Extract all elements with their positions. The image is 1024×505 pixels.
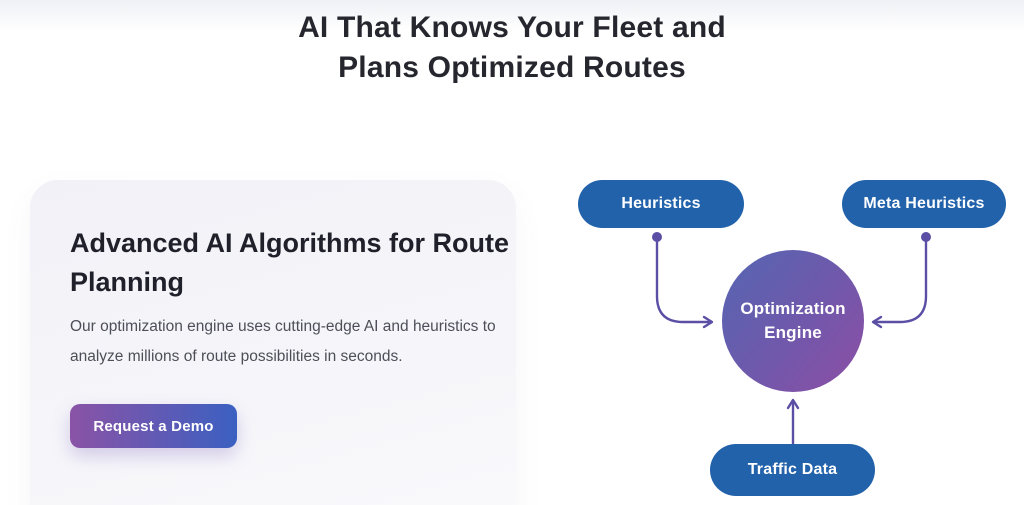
feature-card: Advanced AI Algorithms for Route Plannin… <box>30 180 516 505</box>
page-title: AI That Knows Your Fleet and Plans Optim… <box>0 8 1024 88</box>
node-traffic-data: Traffic Data <box>710 444 875 496</box>
card-description: Our optimization engine uses cutting-edg… <box>70 318 496 365</box>
node-heuristics: Heuristics <box>578 180 744 228</box>
page-title-line2: Plans Optimized Routes <box>338 51 686 84</box>
request-demo-button[interactable]: Request a Demo <box>70 404 237 448</box>
page-title-line1: AI That Knows Your Fleet and <box>298 11 726 44</box>
connector-arrow-meta-heuristics <box>871 241 928 329</box>
engine-label-line1: Optimization <box>740 299 846 318</box>
node-optimization-engine: Optimization Engine <box>722 250 864 392</box>
card-title: Advanced AI Algorithms for Route Plannin… <box>70 228 510 297</box>
node-meta-heuristics: Meta Heuristics <box>842 180 1006 228</box>
connector-dot-heuristics <box>652 232 662 242</box>
connector-arrow-heuristics <box>655 241 714 329</box>
connector-dot-meta-heuristics <box>921 232 931 242</box>
engine-label-line2: Engine <box>764 323 822 342</box>
top-gradient-band <box>0 0 1024 30</box>
